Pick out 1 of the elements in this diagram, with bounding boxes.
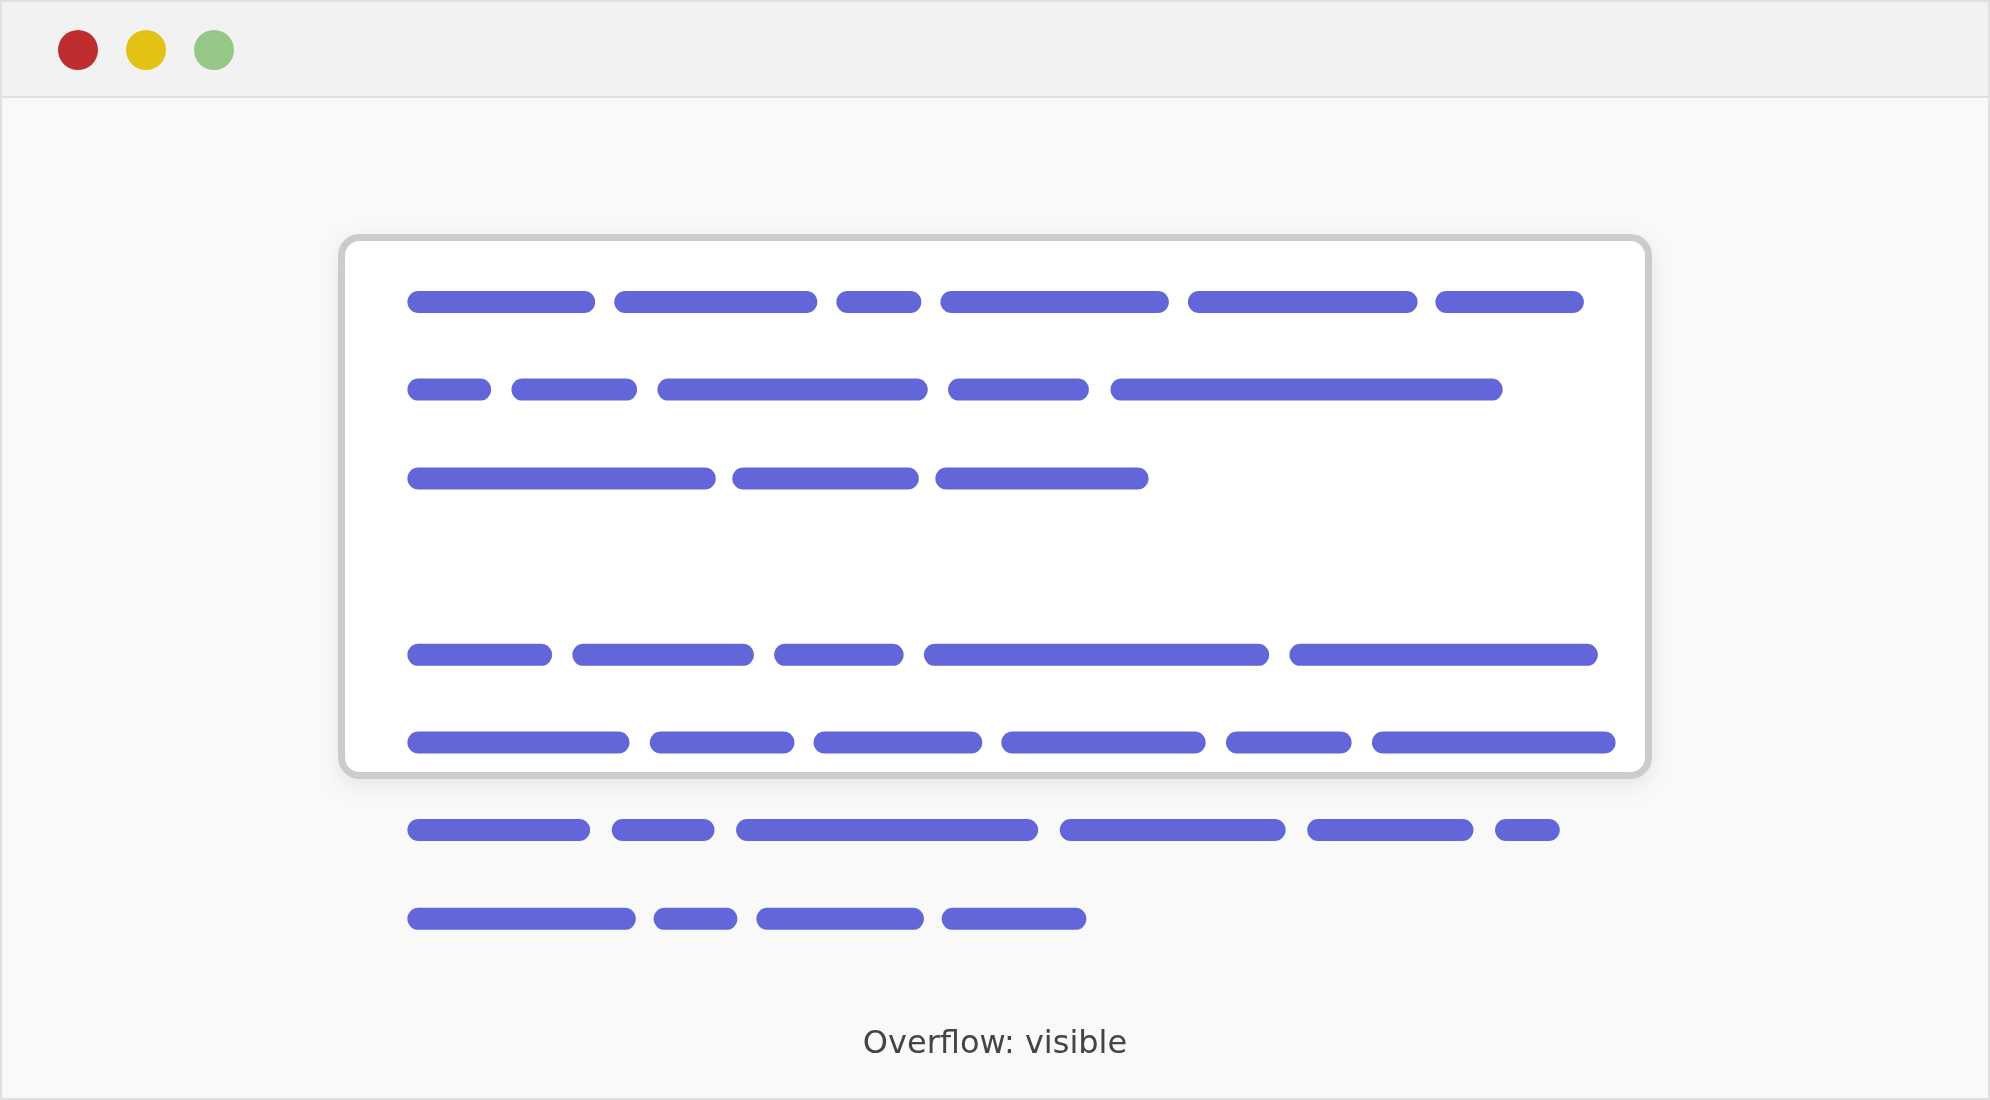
caption: Overflow: visible bbox=[862, 1023, 1128, 1061]
